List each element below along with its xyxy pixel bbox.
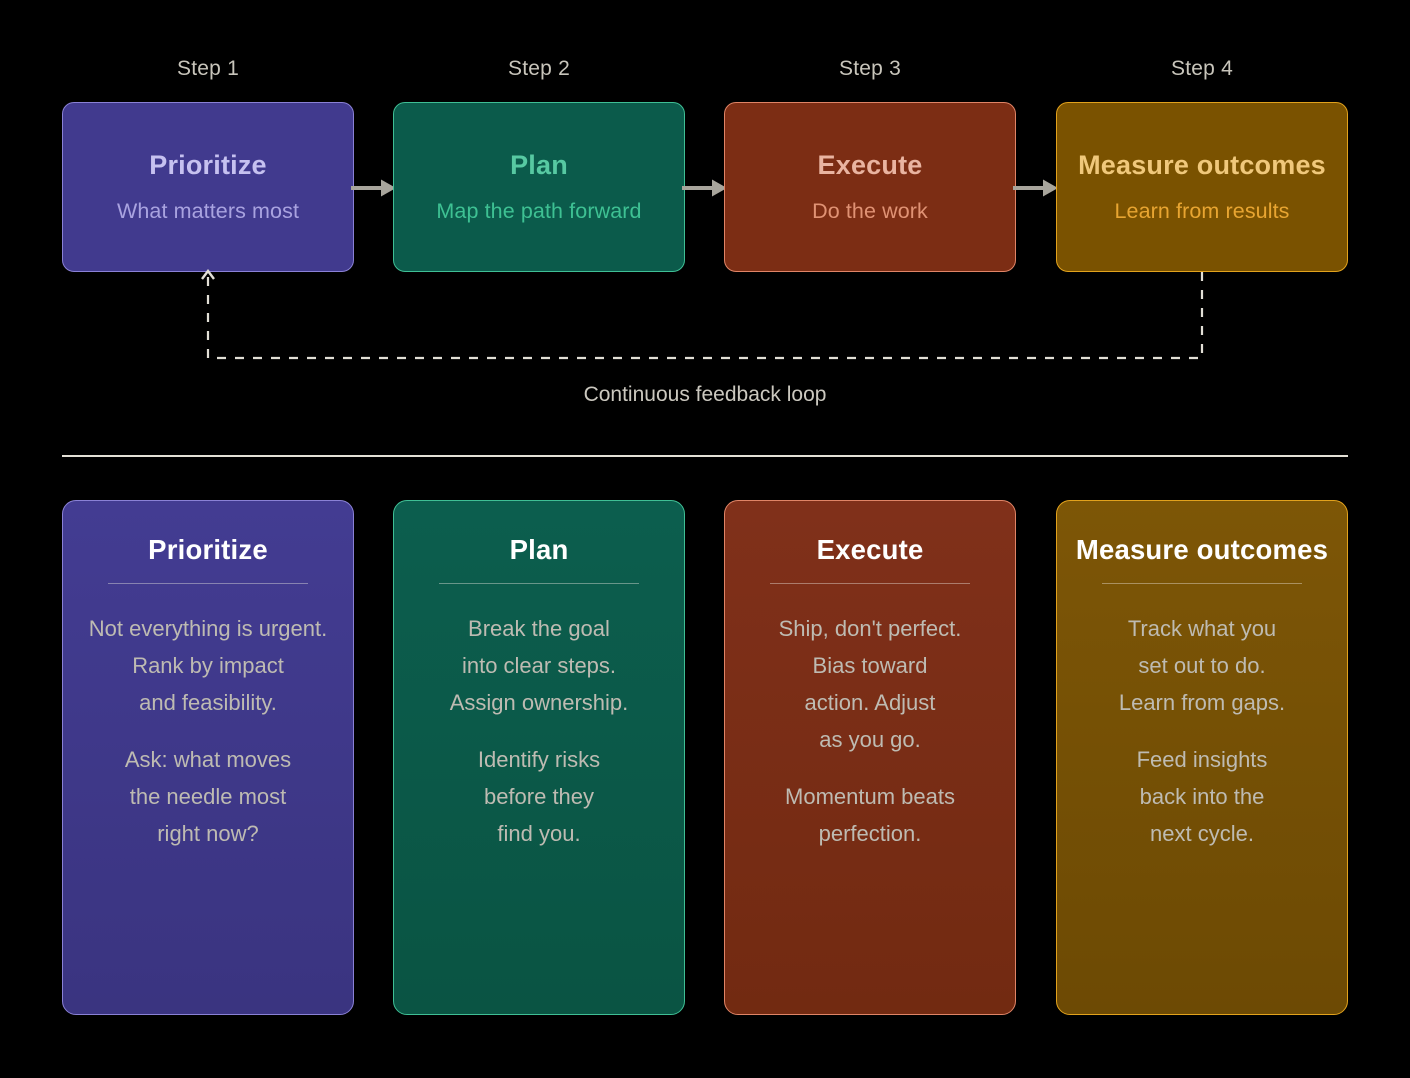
step-label-4: Step 4 [1171,57,1233,80]
detail-card-title: Measure outcomes [1075,534,1329,565]
feedback-loop-arrowhead-icon [201,269,215,280]
flow-box-3[interactable]: Execute Do the work [724,102,1016,272]
detail-card-rule [770,583,970,585]
section-divider [62,455,1348,457]
step-label-2: Step 2 [508,57,570,80]
detail-card-title: Prioritize [148,534,268,565]
arrow-right-icon [681,177,728,199]
detail-card-rule [108,583,308,585]
step-label-1: Step 1 [177,57,239,80]
detail-card-rule [1102,583,1302,585]
detail-card-paragraph: Ask: what moves the needle most right no… [124,747,292,847]
detail-card-paragraph: Identify risks before they find you. [477,747,601,847]
flow-box-title: Execute [817,150,923,180]
detail-card-paragraph: Feed insights back into the next cycle. [1136,747,1268,847]
step-label-3: Step 3 [839,57,901,80]
detail-card-paragraph: Not everything is urgent. Rank by impact… [88,616,328,716]
flow-box-title: Measure outcomes [1078,150,1326,180]
flow-box-subtitle: Learn from results [1114,199,1290,223]
arrow-right-icon [350,177,397,199]
detail-card-rule [439,583,639,585]
detail-card-paragraph: Track what you set out to do. Learn from… [1118,616,1286,716]
detail-card-title: Execute [816,534,924,565]
flow-box-subtitle: Do the work [812,199,928,223]
flow-box-title: Plan [510,150,568,180]
flow-box-title: Prioritize [149,150,267,180]
detail-card-title: Plan [509,534,569,565]
detail-card-paragraph: Break the goal into clear steps. Assign … [449,616,629,716]
detail-card-paragraph: Ship, don't perfect. Bias toward action.… [778,616,962,753]
flow-box-subtitle: What matters most [116,199,300,223]
flow-box-subtitle: Map the path forward [436,199,642,223]
arrow-right-icon [1013,177,1059,199]
detail-card-paragraph: Momentum beats perfection. [785,784,955,847]
feedback-loop-label: Continuous feedback loop [583,383,827,406]
feedback-loop-path [201,269,1204,360]
feedback-loop-line [206,272,1204,360]
